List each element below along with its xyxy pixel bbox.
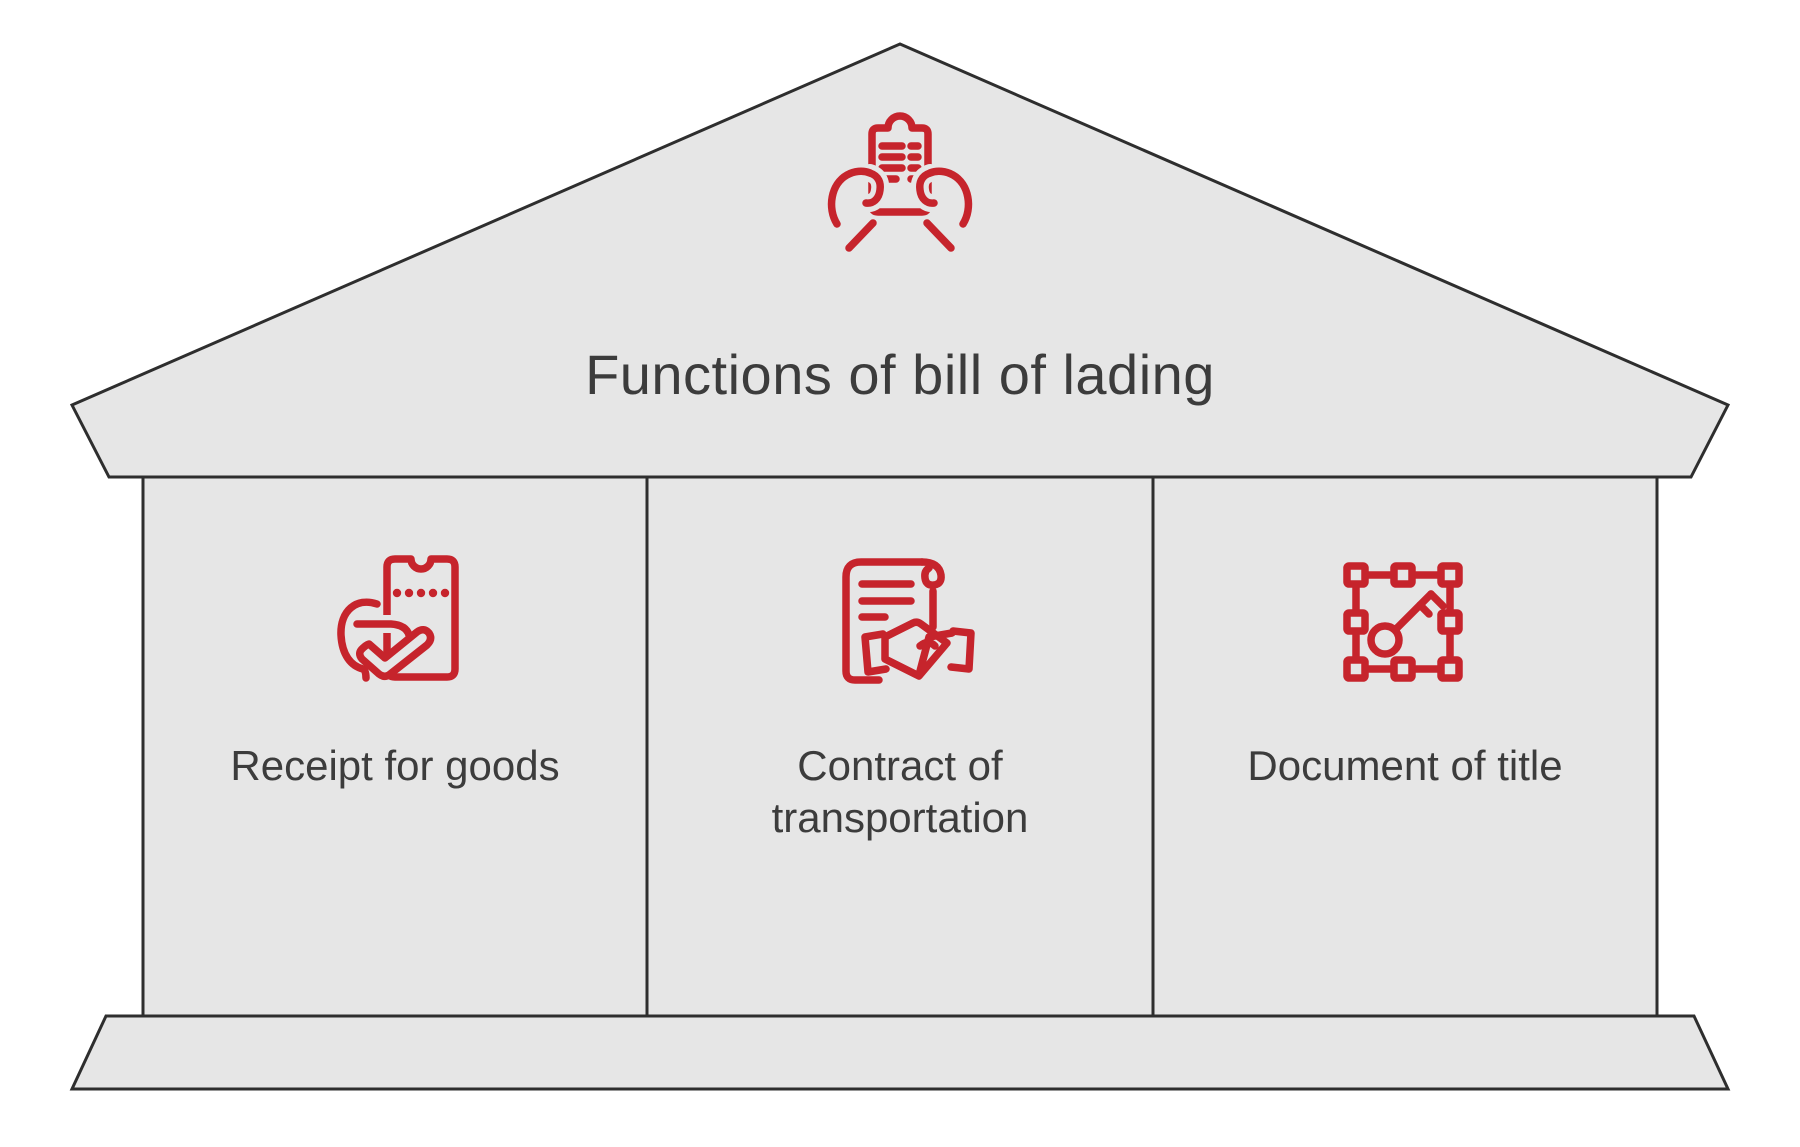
- hand-holding-receipt-icon: [337, 555, 459, 682]
- pillar-label-receipt-for-goods: Receipt for goods: [230, 742, 560, 789]
- roof-pediment: [69, 42, 1731, 479]
- hands-holding-bill-icon: [827, 112, 973, 252]
- diagram-title: Functions of bill of lading: [585, 343, 1215, 406]
- base-plinth: [69, 1014, 1731, 1091]
- pillar-label-contract-of-transportation: Contract of transportation: [771, 742, 1029, 841]
- contract-handshake-icon: [842, 558, 975, 684]
- pillar-label-document-of-title: Document of title: [1247, 742, 1563, 789]
- framed-key-icon: [1343, 562, 1463, 682]
